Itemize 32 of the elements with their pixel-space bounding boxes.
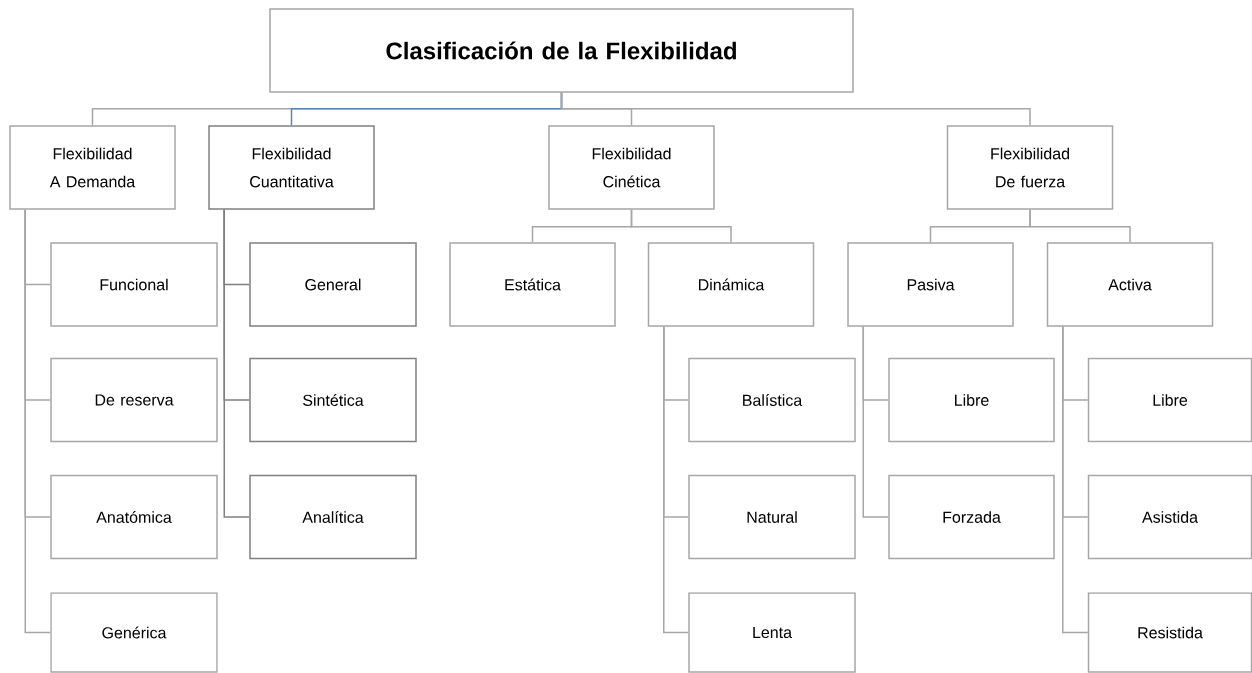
type-box: Dinámica xyxy=(647,242,815,327)
type-box: Natural xyxy=(688,474,856,560)
category-box: Flexibilidad Cinética xyxy=(548,125,715,210)
category-box: Flexibilidad A Demanda xyxy=(9,125,176,210)
type-box: Genérica xyxy=(50,592,218,673)
connector-line xyxy=(1029,209,1131,243)
type-box: Lenta xyxy=(688,592,856,673)
connector-line xyxy=(223,209,250,518)
type-box: Sintética xyxy=(249,357,417,443)
type-box: Activa xyxy=(1046,242,1214,327)
connector-line xyxy=(560,92,1031,126)
type-box: Forzada xyxy=(888,474,1055,560)
connector-line xyxy=(1062,326,1089,634)
type-box: Anatómica xyxy=(50,474,218,560)
type-box: Balística xyxy=(688,357,856,443)
connector-line xyxy=(663,326,689,634)
type-box: Asistida xyxy=(1087,474,1252,560)
type-box: Estática xyxy=(449,242,616,327)
type-box: Libre xyxy=(888,357,1055,443)
title-box: Clasificación de la Flexibilidad xyxy=(269,8,854,93)
type-box: Libre xyxy=(1087,357,1252,443)
type-box: De reserva xyxy=(50,357,218,443)
connector-line xyxy=(630,209,732,243)
connector-line xyxy=(862,326,889,518)
category-box: Flexibilidad Cuantitativa xyxy=(208,125,375,210)
type-box: General xyxy=(249,242,417,327)
type-box: Funcional xyxy=(50,242,218,327)
type-box: Pasiva xyxy=(847,242,1014,327)
category-box: Flexibilidad De fuerza xyxy=(946,125,1114,210)
type-box: Analítica xyxy=(249,474,417,560)
type-box: Resistida xyxy=(1087,592,1252,673)
connector-line xyxy=(24,209,51,634)
